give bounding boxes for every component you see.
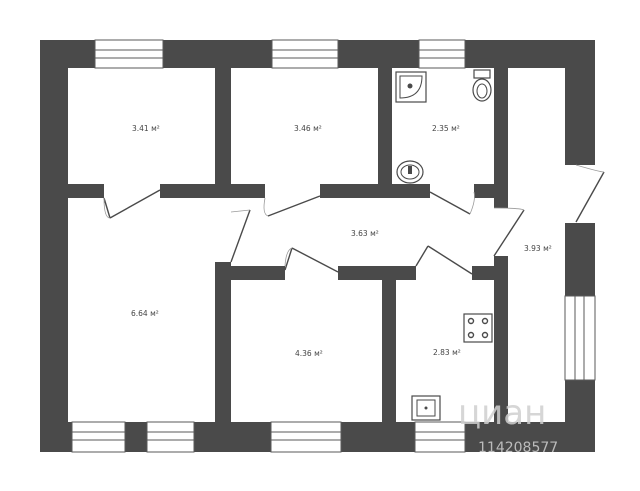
windows (71, 39, 596, 453)
window-top-1 (94, 39, 164, 69)
kitchen-sink-icon (411, 395, 441, 421)
window-bottom-4 (414, 421, 466, 453)
watermark: циан 114208577 (458, 393, 558, 456)
wall-v-mid-2 (382, 280, 396, 422)
stove-icon (463, 313, 493, 343)
door-room-top-left (103, 189, 161, 219)
entrance-door (575, 164, 605, 223)
floor-room-top-middle (231, 68, 378, 184)
window-top-3 (418, 39, 466, 69)
wall-v-top-3 (494, 68, 508, 208)
floor-hall-right (508, 68, 565, 422)
area-label-room-top-middle: 3.46 м² (294, 124, 322, 133)
toilet-icon (472, 69, 492, 102)
window-top-2 (271, 39, 339, 69)
sink-icon (396, 160, 424, 184)
floors (68, 68, 565, 422)
wall-h-low-1 (215, 266, 285, 280)
floor-corridor (231, 198, 494, 266)
outer-wall-right (565, 40, 595, 452)
window-right (564, 295, 596, 381)
wall-v-top-1 (215, 68, 231, 198)
door-room-bottom-middle (284, 247, 339, 273)
area-label-room-bottom-middle: 4.36 м² (295, 349, 323, 358)
watermark-phone: 114208577 (478, 440, 558, 456)
fixtures (395, 69, 493, 421)
wall-h-mid-1 (68, 184, 104, 198)
doors (103, 189, 525, 275)
area-label-corridor: 3.63 м² (351, 229, 379, 238)
shower-icon (395, 71, 427, 103)
wall-v-mid-1 (215, 262, 231, 422)
door-bathroom (429, 191, 475, 215)
area-label-room-large-left: 6.64 м² (131, 309, 159, 318)
door-hall (493, 207, 525, 257)
wall-v-hall-stub (494, 192, 508, 208)
outer-wall-left (40, 40, 68, 452)
area-label-hall-right: 3.93 м² (524, 244, 552, 253)
floor-room-large-left (68, 198, 215, 422)
area-label-bathroom: 2.35 м² (432, 124, 460, 133)
wall-h-mid-2 (160, 184, 231, 198)
wall-v-top-2 (378, 68, 392, 198)
door-kitchen (415, 245, 473, 275)
entrance-opening (565, 165, 595, 223)
wall-h-mid-4 (320, 184, 430, 198)
window-bottom-1 (71, 421, 126, 453)
wall-v-mid-3 (494, 256, 508, 422)
watermark-brand: циан (458, 393, 546, 433)
wall-h-mid-3 (231, 184, 265, 198)
area-labels: 3.41 м² 3.46 м² 2.35 м² 3.63 м² 3.93 м² … (131, 124, 552, 358)
floor-room-top-left (68, 68, 215, 184)
area-label-kitchen: 2.83 м² (433, 348, 461, 357)
door-room-top-middle (263, 195, 321, 217)
floor-room-bottom-middle (231, 280, 382, 422)
wall-h-low-2 (338, 266, 416, 280)
wall-h-mid-5 (474, 184, 494, 198)
door-large-left (230, 209, 251, 263)
window-bottom-3 (270, 421, 342, 453)
window-bottom-2 (146, 421, 195, 453)
area-label-room-top-left: 3.41 м² (132, 124, 160, 133)
